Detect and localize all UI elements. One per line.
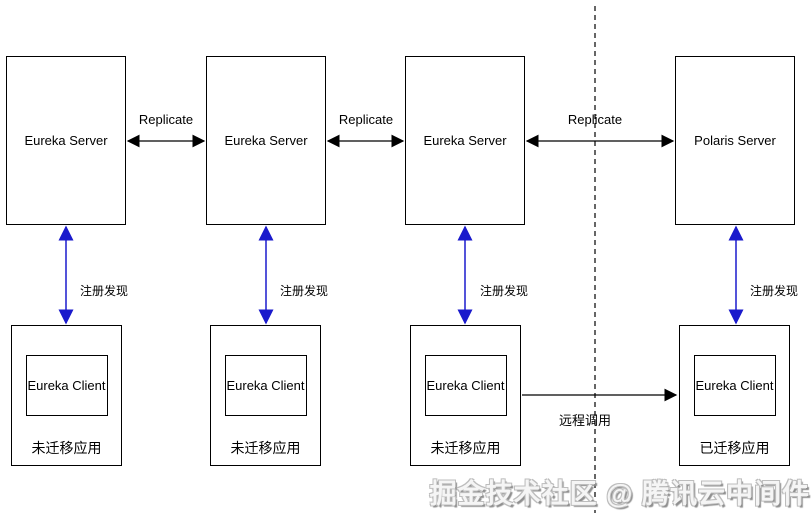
app-box-3: Eureka Client 未迁移应用: [410, 325, 521, 466]
registry-discovery-label-2: 注册发现: [280, 284, 329, 298]
eureka-client-label: Eureka Client: [426, 378, 505, 393]
eureka-server-box-3: Eureka Server: [405, 56, 525, 225]
eureka-client-box-3: Eureka Client: [424, 355, 507, 416]
eureka-server-label: Eureka Server: [423, 133, 507, 148]
eureka-client-label: Eureka Client: [695, 378, 774, 393]
replicate-label-3: Replicate: [567, 112, 623, 127]
eureka-server-box-1: Eureka Server: [6, 56, 126, 225]
replicate-label-2: Replicate: [338, 112, 394, 127]
app-status-label-3: 未迁移应用: [430, 440, 501, 456]
registry-discovery-label-3: 注册发现: [480, 284, 529, 298]
eureka-server-box-2: Eureka Server: [206, 56, 326, 225]
watermark-text: 掘金技术社区 @ 腾讯云中间件: [429, 479, 810, 509]
app-box-2: Eureka Client 未迁移应用: [210, 325, 321, 466]
registry-discovery-label-4: 注册发现: [750, 284, 799, 298]
eureka-client-box-1: Eureka Client: [25, 355, 108, 416]
eureka-client-label: Eureka Client: [226, 378, 305, 393]
app-status-label-1: 未迁移应用: [31, 440, 102, 456]
eureka-client-box-2: Eureka Client: [224, 355, 307, 416]
registry-discovery-label-1: 注册发现: [80, 284, 129, 298]
remote-call-label: 远程调用: [558, 413, 612, 428]
eureka-server-label: Eureka Server: [24, 133, 108, 148]
app-status-label-2: 未迁移应用: [230, 440, 301, 456]
app-box-4: Eureka Client 已迁移应用: [679, 325, 790, 466]
polaris-server-label: Polaris Server: [694, 133, 776, 148]
polaris-server-box: Polaris Server: [675, 56, 795, 225]
eureka-client-label: Eureka Client: [27, 378, 106, 393]
replicate-label-1: Replicate: [138, 112, 194, 127]
app-box-1: Eureka Client 未迁移应用: [11, 325, 122, 466]
eureka-client-box-4: Eureka Client: [693, 355, 776, 416]
eureka-server-label: Eureka Server: [224, 133, 308, 148]
app-status-label-4: 已迁移应用: [699, 440, 770, 456]
